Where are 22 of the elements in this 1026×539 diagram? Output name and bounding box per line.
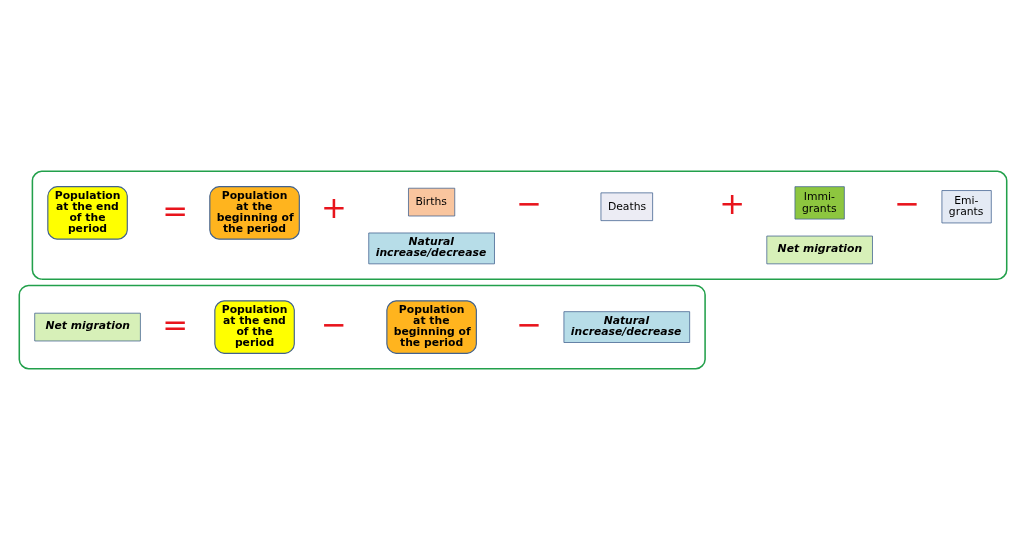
node-box: Population at the beginning of the period	[209, 185, 300, 240]
label: −	[894, 184, 921, 221]
node-box: Population at the beginning of the period	[386, 299, 477, 354]
label: −	[321, 305, 347, 342]
label: −	[516, 305, 543, 342]
label: =	[162, 191, 189, 228]
label: +	[719, 184, 746, 221]
node-box: Emi- grants	[941, 189, 992, 223]
label: +	[321, 188, 347, 225]
node-box: Population at the end of the period	[214, 299, 295, 354]
node-box: Natural increase/decrease	[563, 310, 691, 343]
node-box: Deaths	[600, 191, 653, 221]
node-box: Immi- grants	[794, 185, 845, 219]
node-box: Net migration	[34, 312, 141, 341]
node-box: Births	[408, 187, 456, 216]
node-box: Population at the end of the period	[47, 185, 128, 240]
cluster	[31, 170, 1008, 280]
node-box: Natural increase/decrease	[368, 232, 495, 264]
node-box: Net migration	[766, 235, 873, 264]
cluster	[18, 284, 706, 369]
label: =	[162, 305, 189, 342]
label: −	[516, 184, 543, 221]
